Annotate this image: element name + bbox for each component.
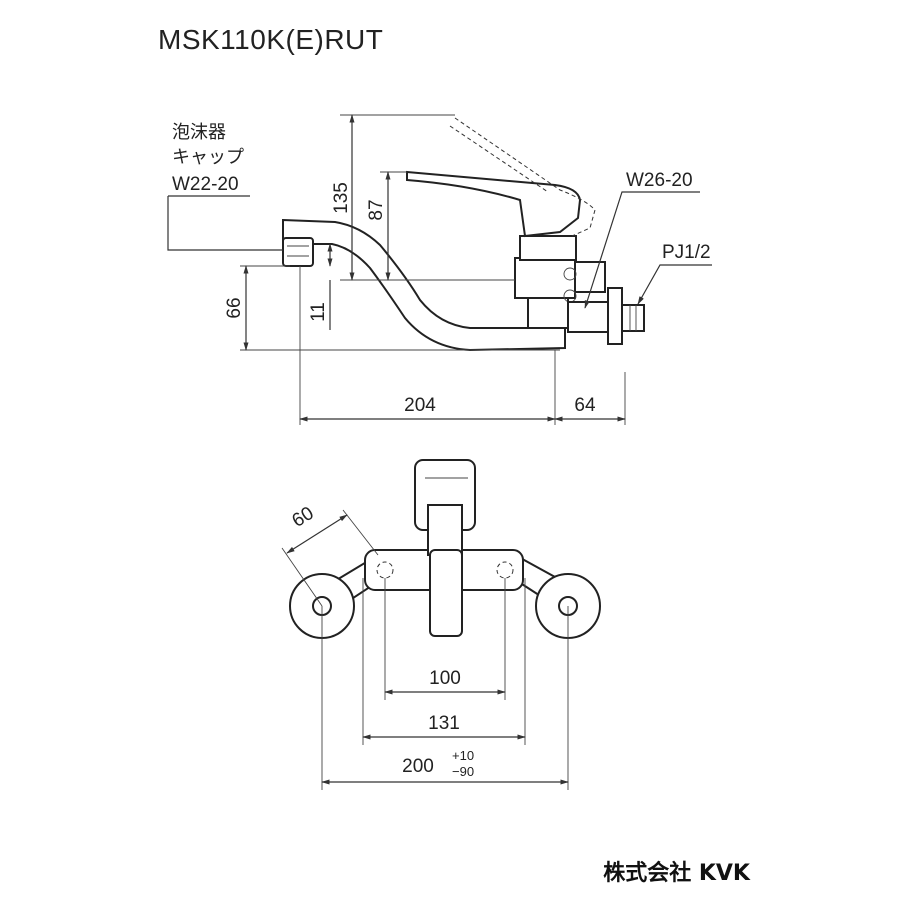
inlet-callout: PJ1/2 [662,242,711,263]
dim-200-tol-minus: −90 [452,764,474,779]
maker-logo-text: 株式会社 KVK [603,861,750,886]
front-view: 100 131 200 +10 −90 60 [281,459,601,790]
dim-204-label: 204 [404,395,436,416]
dim-87-label: 87 [366,199,387,220]
inlet-pipe [621,304,645,332]
dim-60-label: 60 [289,503,318,532]
dim-131-label: 131 [428,713,460,734]
union-nut [574,261,606,293]
dim-135-label: 135 [331,182,352,214]
aerator-cap [282,237,314,267]
dim-100-label: 100 [429,668,461,689]
model-title: MSK110K(E)RUT [158,24,384,55]
nut-callout: W26-20 [626,170,693,191]
wall-flange [607,287,623,345]
dim-11-label: 11 [308,302,329,322]
aerator-callout-2: キャップ [172,147,244,168]
dim-200-tol-plus: +10 [452,748,474,763]
lever-handle-raised [454,117,596,237]
dim-200-label: 200 [402,756,434,777]
dim-66-label: 66 [224,297,245,318]
dim-64-label: 64 [574,395,596,416]
front-spout [429,549,463,637]
aerator-callout-1: 泡沫器 [172,122,226,143]
lever-handle [406,170,582,238]
aerator-callout-3: W22-20 [172,174,239,195]
side-view: 135 87 11 66 204 64 泡沫器 キャップ W22-20 W26-… [167,114,712,425]
